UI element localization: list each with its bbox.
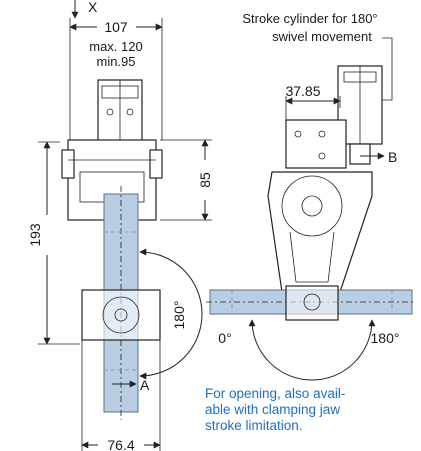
- swivel-arc-left: [139, 248, 203, 380]
- dim-max: max. 120: [89, 39, 142, 54]
- arrow-a-label: A: [140, 377, 150, 393]
- dim-193: 193: [27, 223, 43, 247]
- swivel-arc-right: [248, 319, 376, 381]
- left-rotary-unit: [81, 289, 161, 341]
- rotary-hub: [114, 308, 128, 322]
- housing-bolt-1: [294, 130, 302, 138]
- left-view: X 107 max. 120 min.95 1: [27, 0, 213, 451]
- dim-107: 107: [104, 19, 128, 35]
- angle-180-vertical: 180°: [171, 301, 187, 330]
- note-line-1: For opening, also avail-: [205, 386, 345, 401]
- actuator-bolt-2: [126, 108, 134, 116]
- right-jaw-gripper-hub: [303, 293, 321, 311]
- swivel-arm-inner: [289, 231, 335, 283]
- rotary-ring: [102, 296, 140, 334]
- swivel-pin: [301, 195, 323, 217]
- arrow-b-label: B: [388, 149, 397, 165]
- x-label: X: [88, 0, 98, 15]
- swivel-arm: [267, 171, 373, 293]
- cylinder-label-2: swivel movement: [272, 29, 372, 44]
- dim-37: 37.85: [285, 83, 320, 99]
- note-line-2: able with clamping jaw: [205, 402, 340, 417]
- left-body-flange-l: [61, 149, 75, 179]
- dim-85: 85: [197, 172, 213, 188]
- left-body-flange-r: [149, 149, 163, 179]
- swivel-hub: [281, 175, 343, 237]
- angle-0: 0°: [218, 330, 231, 346]
- housing-bolt-3: [318, 152, 326, 160]
- angle-180-right: 180°: [371, 330, 400, 346]
- right-housing: [285, 119, 347, 169]
- note-line-3: stroke limitation.: [205, 418, 303, 433]
- cylinder-foot: [349, 143, 371, 165]
- actuator-bolt-1: [106, 108, 114, 116]
- cylinder-label-1: Stroke cylinder for 180°: [242, 11, 377, 26]
- right-jaw-gripper: [285, 285, 339, 321]
- dim-min: min.95: [96, 54, 135, 69]
- right-view: Stroke cylinder for 180° swivel movement…: [205, 11, 414, 433]
- dim-76: 76.4: [107, 437, 134, 451]
- housing-bolt-2: [318, 130, 326, 138]
